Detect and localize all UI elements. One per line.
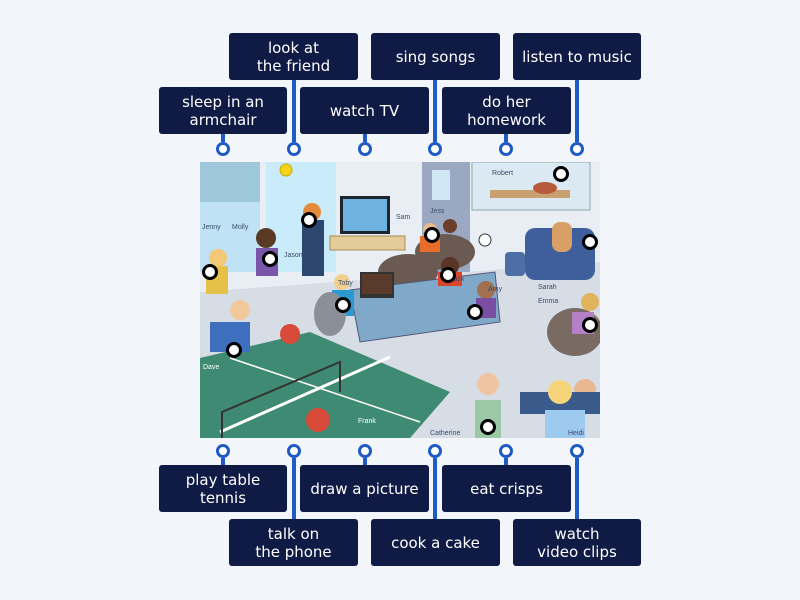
name-tag: Toby: [338, 280, 353, 287]
name-tag: Sarah: [538, 284, 557, 291]
name-tag: Sam: [396, 214, 411, 221]
name-tag: Catherine: [430, 430, 461, 437]
drop-target-ring[interactable]: [358, 444, 372, 458]
name-tag: Jason: [284, 252, 303, 259]
label-listen-to-music[interactable]: listen to music: [513, 33, 641, 80]
drop-target-ring[interactable]: [216, 142, 230, 156]
connector-line: [504, 458, 508, 466]
hotspot-marker[interactable]: [582, 234, 598, 250]
connector-line: [292, 458, 296, 520]
name-tag: Dave: [203, 364, 220, 371]
connector-line: [363, 458, 367, 466]
name-tag: Frank: [358, 418, 376, 425]
connector-line: [504, 134, 508, 142]
name-tag: Jenny: [202, 224, 221, 231]
drop-target-ring[interactable]: [428, 444, 442, 458]
connector-line: [433, 458, 437, 520]
name-tag: Robert: [492, 170, 514, 177]
hotspot-marker[interactable]: [226, 342, 242, 358]
name-tag: Amy: [488, 286, 502, 293]
drop-target-ring[interactable]: [216, 444, 230, 458]
drop-target-ring[interactable]: [428, 142, 442, 156]
label-look-at-the-friend[interactable]: look at the friend: [229, 33, 358, 80]
hotspot-marker[interactable]: [335, 297, 351, 313]
label-do-her-homework[interactable]: do her homework: [442, 87, 571, 134]
hotspot-marker[interactable]: [480, 419, 496, 435]
label-watch-tv[interactable]: watch TV: [300, 87, 429, 134]
label-watch-video-clips[interactable]: watch video clips: [513, 519, 641, 566]
connector-line: [363, 134, 367, 142]
drop-target-ring[interactable]: [499, 444, 513, 458]
drop-target-ring[interactable]: [287, 142, 301, 156]
name-tag: Molly: [232, 224, 249, 231]
scene-drawing: [200, 162, 600, 438]
connector-line: [292, 80, 296, 142]
connector-line: [221, 458, 225, 466]
name-tag: Emma: [538, 298, 559, 305]
scene-illustration: Jenny Molly Jason Sam Jess Robert Toby J…: [200, 162, 600, 438]
label-draw-a-picture[interactable]: draw a picture: [300, 465, 429, 512]
drop-target-ring[interactable]: [358, 142, 372, 156]
connector-line: [221, 134, 225, 142]
label-sleep-in-an-armchair[interactable]: sleep in an armchair: [159, 87, 287, 134]
connector-line: [575, 458, 579, 520]
label-talk-on-the-phone[interactable]: talk on the phone: [229, 519, 358, 566]
drop-target-ring[interactable]: [287, 444, 301, 458]
hotspot-marker[interactable]: [424, 227, 440, 243]
drop-target-ring[interactable]: [570, 142, 584, 156]
name-tag: Jack: [450, 276, 465, 283]
connector-line: [433, 80, 437, 142]
label-play-table-tennis[interactable]: play table tennis: [159, 465, 287, 512]
name-tag: Heidi: [568, 430, 584, 437]
label-sing-songs[interactable]: sing songs: [371, 33, 500, 80]
drop-target-ring[interactable]: [499, 142, 513, 156]
hotspot-marker[interactable]: [262, 251, 278, 267]
connector-line: [575, 80, 579, 142]
name-tag: Jess: [430, 208, 445, 215]
label-eat-crisps[interactable]: eat crisps: [442, 465, 571, 512]
hotspot-marker[interactable]: [553, 166, 569, 182]
hotspot-marker[interactable]: [301, 212, 317, 228]
hotspot-marker[interactable]: [582, 317, 598, 333]
hotspot-marker[interactable]: [440, 267, 456, 283]
hotspot-marker[interactable]: [467, 304, 483, 320]
label-cook-a-cake[interactable]: cook a cake: [371, 519, 500, 566]
drop-target-ring[interactable]: [570, 444, 584, 458]
hotspot-marker[interactable]: [202, 264, 218, 280]
